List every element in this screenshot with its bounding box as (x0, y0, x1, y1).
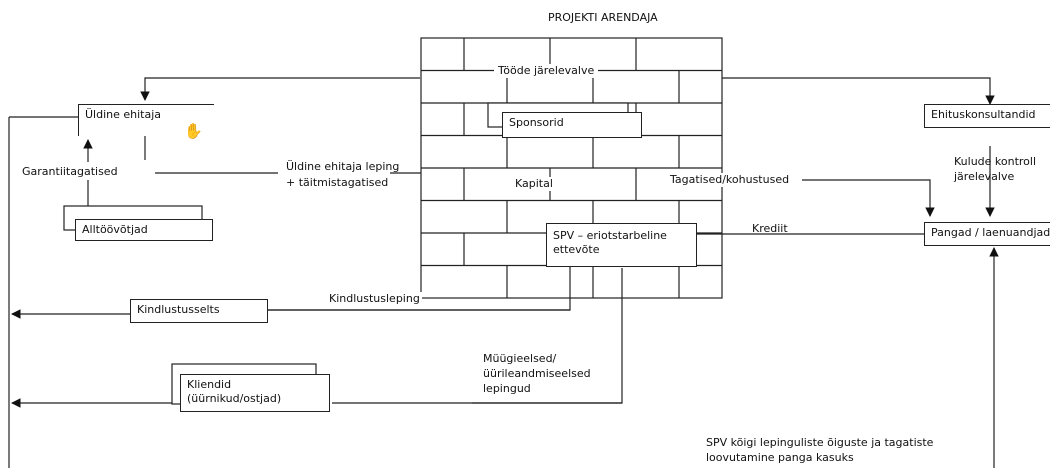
gc-contract-label-1: Üldine ehitaja leping (286, 160, 400, 173)
insurance-company-label: Kindlustusselts (137, 303, 220, 316)
supervision-arrow-left (140, 77, 420, 101)
construction-consultants-node: Ehituskonsultandid (924, 104, 1050, 128)
diagram-title: PROJEKTI ARENDAJA (548, 11, 658, 24)
clients-label-1: Kliendid (187, 378, 232, 391)
supervision-arrow-right (722, 77, 995, 105)
guarantees-arrow (802, 179, 935, 217)
banks-node: Pangad / laenuandjad (924, 222, 1050, 246)
sponsors-label: Sponsorid (509, 116, 564, 129)
assignment-label-1: SPV kõigi lepinguliste õiguste ja tagati… (706, 436, 934, 449)
clients-node: Kliendid (üürnikud/ostjad) (180, 374, 330, 412)
spv-label-1: SPV – eriotstarbeline (553, 229, 667, 242)
sales-label-1: Müügieelsed/ (483, 352, 557, 365)
cost-control-label-1: Kulude kontroll (954, 155, 1037, 168)
credit-label: Krediit (752, 222, 788, 235)
gc-contract-label-2: + täitmistagatised (286, 176, 389, 189)
sales-label-2: üürileandmiseelsed (483, 367, 591, 380)
capital-label: Kapital (513, 177, 555, 191)
assignment-label-2: loovutamine panga kasuks (706, 451, 854, 464)
clients-label-2: (üürnikud/ostjad) (187, 392, 282, 405)
general-contractor-label: Üldine ehitaja (85, 108, 162, 121)
spv-label-2: ettevõte (553, 243, 600, 256)
works-supervision-label: Tööde järelevalve (494, 64, 599, 78)
insurance-company-node: Kindlustusselts (130, 299, 268, 323)
hand-icon: ✋ (184, 122, 203, 140)
sales-line (332, 268, 623, 404)
sponsors-node: Sponsorid (502, 112, 642, 138)
general-contractor-node: Üldine ehitaja (78, 104, 214, 136)
spv-node: SPV – eriotstarbeline ettevõte (546, 223, 697, 267)
warranty-label: Garantiitagatised (22, 165, 118, 179)
guarantees-label: Tagatised/kohustused (668, 173, 792, 187)
sales-label-3: lepingud (483, 382, 531, 395)
banks-label: Pangad / laenuandjad (931, 226, 1050, 239)
cost-control-label-2: järelevalve (954, 170, 1015, 183)
subcontractors-node: Alltöövõtjad (75, 219, 213, 241)
subcontractors-label: Alltöövõtjad (82, 223, 148, 236)
construction-consultants-label: Ehituskonsultandid (931, 108, 1036, 121)
insurance-contract-label: Kindlustusleping (327, 292, 422, 306)
